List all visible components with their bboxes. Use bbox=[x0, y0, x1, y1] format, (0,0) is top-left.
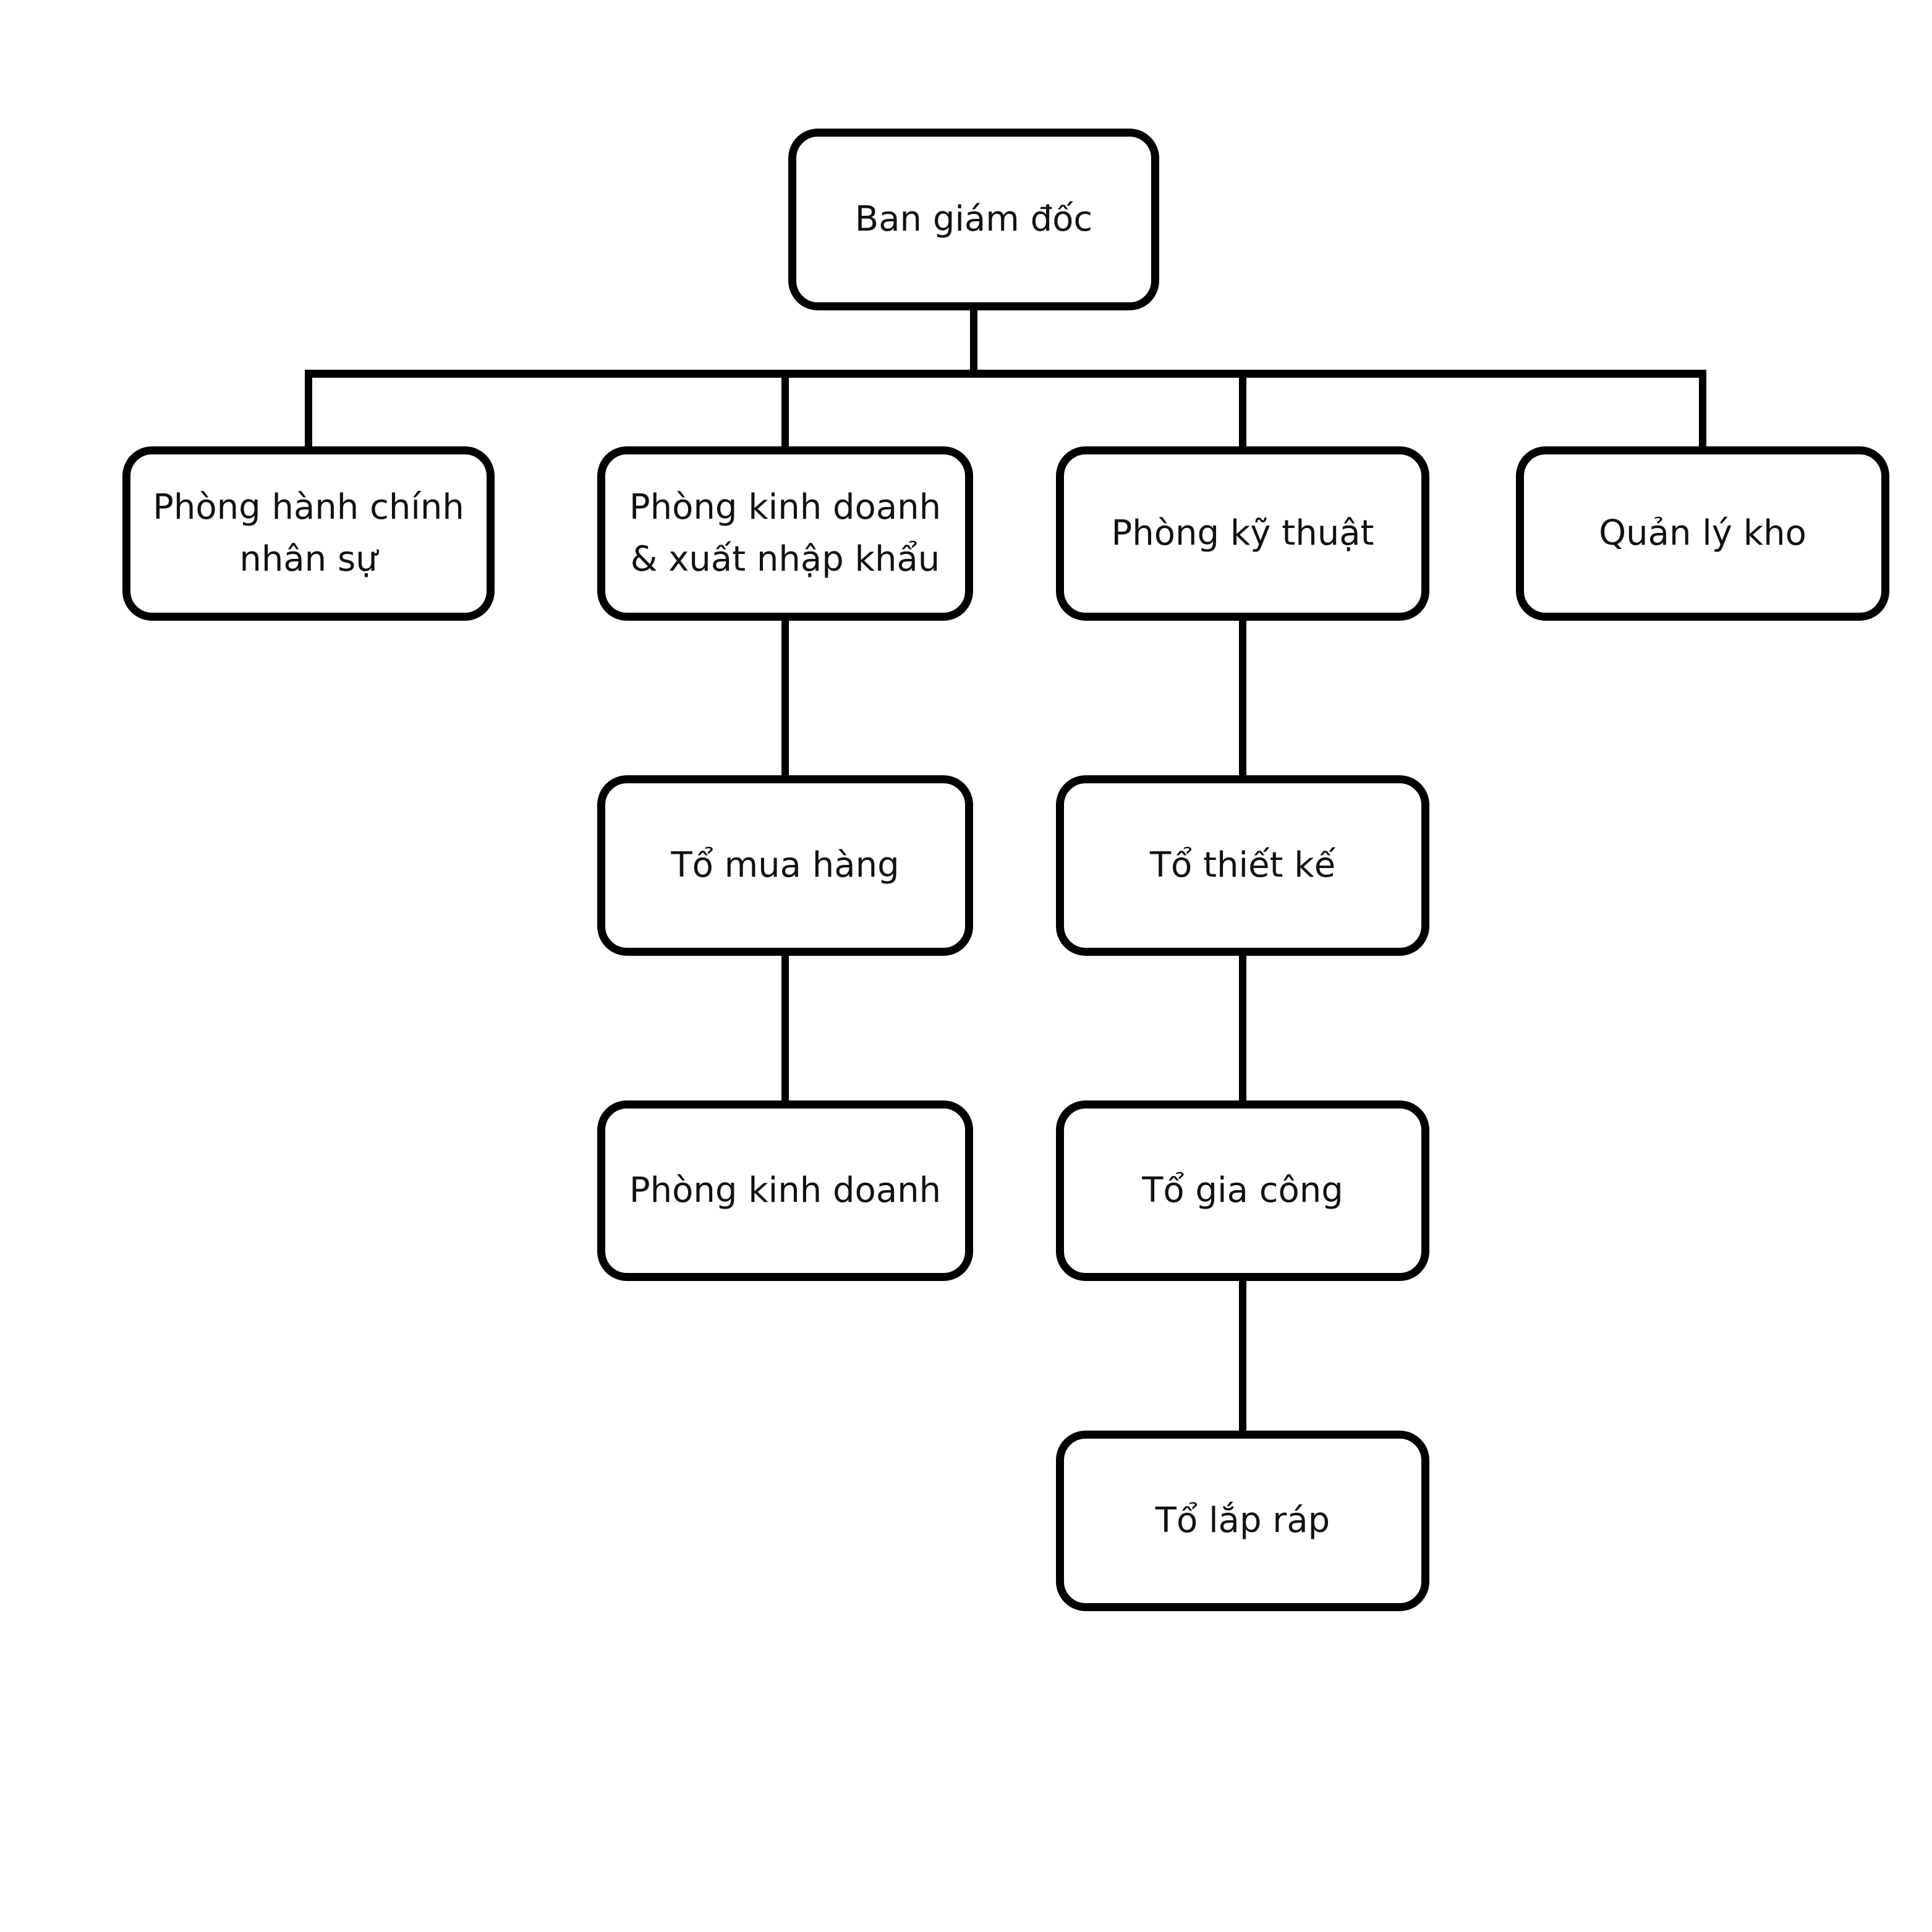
node-label: Tổ mua hàng bbox=[671, 845, 900, 885]
node-business-dept: Phòng kinh doanh bbox=[597, 1100, 973, 1281]
node-hr-admin-dept: Phòng hành chính nhân sự bbox=[122, 446, 495, 621]
node-label: Phòng kinh doanh bbox=[629, 1170, 942, 1211]
node-assembly-team: Tổ lắp ráp bbox=[1056, 1431, 1429, 1611]
node-machining-team: Tổ gia công bbox=[1056, 1100, 1429, 1281]
node-design-team: Tổ thiết kế bbox=[1056, 775, 1429, 956]
node-label: Ban giám đốc bbox=[854, 199, 1093, 239]
node-label: Tổ gia công bbox=[1142, 1170, 1343, 1211]
node-warehouse-management: Quản lý kho bbox=[1516, 446, 1889, 621]
connector-root-stem bbox=[970, 307, 977, 373]
node-label: Phòng kỹ thuật bbox=[1111, 513, 1374, 553]
connector-sales-purchasing bbox=[781, 617, 789, 779]
node-label: Quản lý kho bbox=[1599, 513, 1806, 553]
connector-tech-design bbox=[1239, 617, 1246, 779]
node-label: Tổ thiết kế bbox=[1149, 845, 1336, 885]
connector-design-machining bbox=[1239, 952, 1246, 1104]
node-technical-dept: Phòng kỹ thuật bbox=[1056, 446, 1429, 621]
node-label: Phòng kinh doanh & xuất nhập khẩu bbox=[629, 487, 942, 579]
node-label: Phòng hành chính nhân sự bbox=[153, 487, 464, 579]
node-sales-import-export-dept: Phòng kinh doanh & xuất nhập khẩu bbox=[597, 446, 973, 621]
node-label: Tổ lắp ráp bbox=[1155, 1500, 1330, 1541]
connector-drop-warehouse bbox=[1699, 374, 1706, 451]
connector-drop-hr bbox=[305, 374, 312, 451]
connector-drop-tech bbox=[1239, 374, 1246, 451]
connector-drop-sales bbox=[781, 374, 789, 451]
connector-level1-horizontal bbox=[305, 370, 1706, 378]
node-board-of-directors: Ban giám đốc bbox=[788, 129, 1159, 310]
connector-purchasing-business bbox=[781, 952, 789, 1104]
node-purchasing-team: Tổ mua hàng bbox=[597, 775, 973, 956]
connector-machining-assembly bbox=[1239, 1277, 1246, 1434]
